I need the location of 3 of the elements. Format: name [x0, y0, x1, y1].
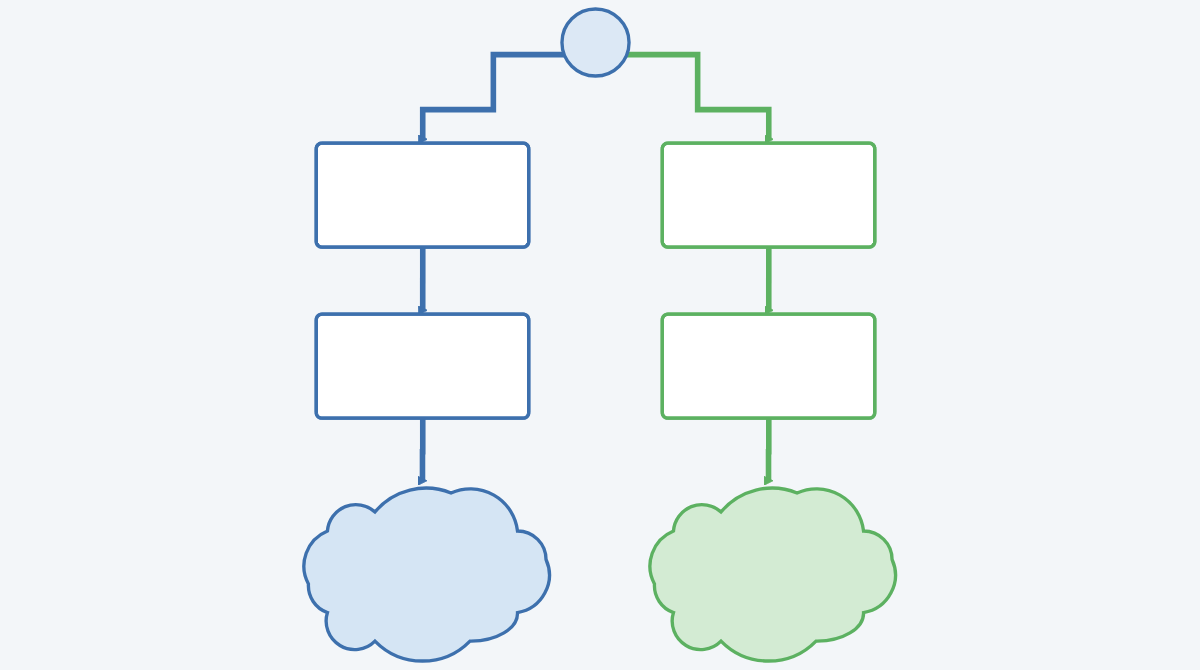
node-circle [560, 7, 632, 78]
node-cloud [648, 486, 898, 663]
node-cloud [302, 486, 552, 663]
